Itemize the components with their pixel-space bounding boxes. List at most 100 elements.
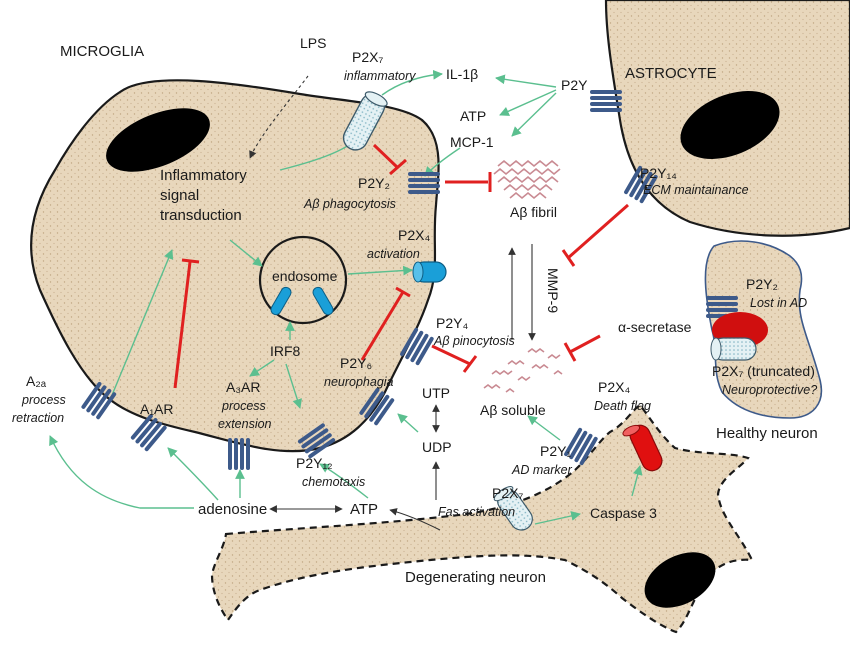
inhibit-a1ar-inflammation <box>173 258 200 389</box>
arrow-atp-p2y12 <box>319 463 369 499</box>
p2y4-sublabel: Aβ pinocytosis <box>433 334 515 348</box>
inhibition-arrows <box>173 143 629 389</box>
inhibit-p2y14-fibril <box>561 203 629 267</box>
a1ar-receptor <box>130 414 167 452</box>
arrow-neuron-atp <box>389 508 441 531</box>
a3ar-sublabel-2: extension <box>218 417 272 431</box>
p2y-astro-label: P2Y <box>561 77 588 93</box>
a3ar-label: A₃AR <box>226 379 261 395</box>
degenerating-neuron-nucleus <box>644 552 716 608</box>
p2x7-neuron-channel <box>493 486 533 531</box>
arrow-p2y-il1b <box>495 74 557 88</box>
a2a-sublabel-1: process <box>21 393 66 407</box>
ab-fibril-cluster <box>493 159 561 200</box>
degenerating-neuron-label: Degenerating neuron <box>405 569 546 586</box>
p2x7-truncated-channel <box>710 337 757 361</box>
inhibit-secretase-soluble <box>563 334 601 362</box>
atp-bottom-label: ATP <box>350 501 378 518</box>
p2y12-label: P2Y₁₂ <box>296 455 333 471</box>
mcp1-label: MCP-1 <box>450 134 494 150</box>
endosome <box>258 235 348 325</box>
arrow-inflammation-endosome <box>229 239 263 267</box>
inhibit-p2y2-fibril <box>445 172 492 192</box>
astrocyte-nucleus <box>680 91 780 159</box>
p2x4-neuron-sublabel: Death flag <box>594 399 651 413</box>
p2x7-truncated-label: P2X₇ (truncated) <box>712 363 815 379</box>
endosome-label: endosome <box>272 268 338 284</box>
irf8-label: IRF8 <box>270 343 301 359</box>
p2x4-label: P2X₄ <box>398 227 430 243</box>
p2y1-sublabel: AD marker <box>511 463 573 477</box>
astrocyte-label: ASTROCYTE <box>625 65 717 82</box>
arrow-p2y-atp <box>499 89 557 116</box>
inflammatory-signal-3: transduction <box>160 207 242 224</box>
p2x4-endosome-channels <box>270 286 334 316</box>
degenerating-neuron-cell <box>210 403 754 634</box>
p2y6-receptor <box>359 387 395 426</box>
p2x7-truncated-sublabel: Neuroprotective? <box>722 383 817 397</box>
p2x7-top-label: P2X₇ <box>352 49 383 65</box>
p2y14-receptor <box>624 165 658 204</box>
alpha-secretase-label: α-secretase <box>618 319 692 335</box>
arrow-p2y-mcp1 <box>511 92 557 137</box>
inhibit-p2y6-p2x4 <box>360 286 411 361</box>
ab-soluble-fragments <box>483 348 563 393</box>
arrow-caspase-p2x4 <box>631 465 643 497</box>
arrow-endosome-p2x4 <box>347 265 413 276</box>
p2y1-receptor <box>564 427 598 466</box>
utp-label: UTP <box>422 385 450 401</box>
ab-soluble-label: Aβ soluble <box>480 402 546 418</box>
ab-fibril-label: Aβ fibril <box>510 204 557 220</box>
p2x7-top-sublabel: inflammatory <box>344 69 416 83</box>
inflammatory-signal-2: signal <box>160 187 199 204</box>
a3ar-receptor <box>228 438 250 470</box>
a2a-label: A₂ₐ <box>26 373 47 389</box>
p2x7-neuron-sublabel: Fas activation <box>438 505 515 519</box>
p2y2-label: P2Y₂ <box>358 175 390 191</box>
p2y2-receptor-microglia <box>408 172 440 194</box>
lps-label: LPS <box>300 35 326 51</box>
microglia-nucleus <box>106 108 210 172</box>
inhibit-p2x7-p2y2 <box>372 143 407 176</box>
adenosine-label: adenosine <box>198 501 267 518</box>
p2x7-inflammatory-channel <box>342 91 388 151</box>
p2x4-sublabel: activation <box>367 247 420 261</box>
p2y2-healthy-label: P2Y₂ <box>746 276 778 292</box>
caspase3-label: Caspase 3 <box>590 505 657 521</box>
inhibit-p2y4-soluble <box>431 344 478 373</box>
p2y14-label: P2Y₁₄ <box>640 165 677 181</box>
arrow-irf8-a3ar <box>249 359 275 377</box>
p2y14-sublabel: ECM maintainance <box>643 183 749 197</box>
p2x4-neuron-label: P2X₄ <box>598 379 630 395</box>
p2y6-label: P2Y₆ <box>340 355 372 371</box>
p2y4-receptor <box>400 327 434 366</box>
p2y1-label: P2Y₁ <box>540 443 571 459</box>
p2y6-sublabel: neurophagia <box>324 375 394 389</box>
inflammatory-signal-1: Inflammatory <box>160 167 247 184</box>
a1ar-label: A₁AR <box>140 401 174 417</box>
arrow-p2y1-soluble <box>527 415 561 441</box>
p2x7-neuron-label: P2X₇ <box>492 485 523 501</box>
arrow-adenosine-a1ar <box>167 447 219 501</box>
p2y-receptor-astrocyte <box>590 90 622 112</box>
il1b-label: IL-1β <box>446 66 478 82</box>
p2y12-receptor <box>297 423 336 459</box>
arrow-irf8-p2y12 <box>285 363 302 409</box>
p2y2-sublabel: Aβ phagocytosis <box>303 197 396 211</box>
arrow-a2a-inflammation <box>109 249 174 401</box>
healthy-neuron-label: Healthy neuron <box>716 425 818 442</box>
p2x4-death-flag-channel <box>622 424 663 472</box>
arrow-p2x7-il1b <box>381 69 443 96</box>
a2a-receptor <box>81 381 117 420</box>
atp-top-label: ATP <box>460 108 486 124</box>
p2x4-channel-microglia <box>412 261 447 283</box>
arrow-adenosine-a2a <box>49 435 194 509</box>
mmp9-label: MMP-9 <box>545 268 561 313</box>
a3ar-sublabel-1: process <box>221 399 266 413</box>
arrow-udp-p2y6 <box>397 413 419 433</box>
udp-label: UDP <box>422 439 452 455</box>
microglia-label: MICROGLIA <box>60 43 144 60</box>
p2y2-healthy-sublabel: Lost in AD <box>750 296 807 310</box>
